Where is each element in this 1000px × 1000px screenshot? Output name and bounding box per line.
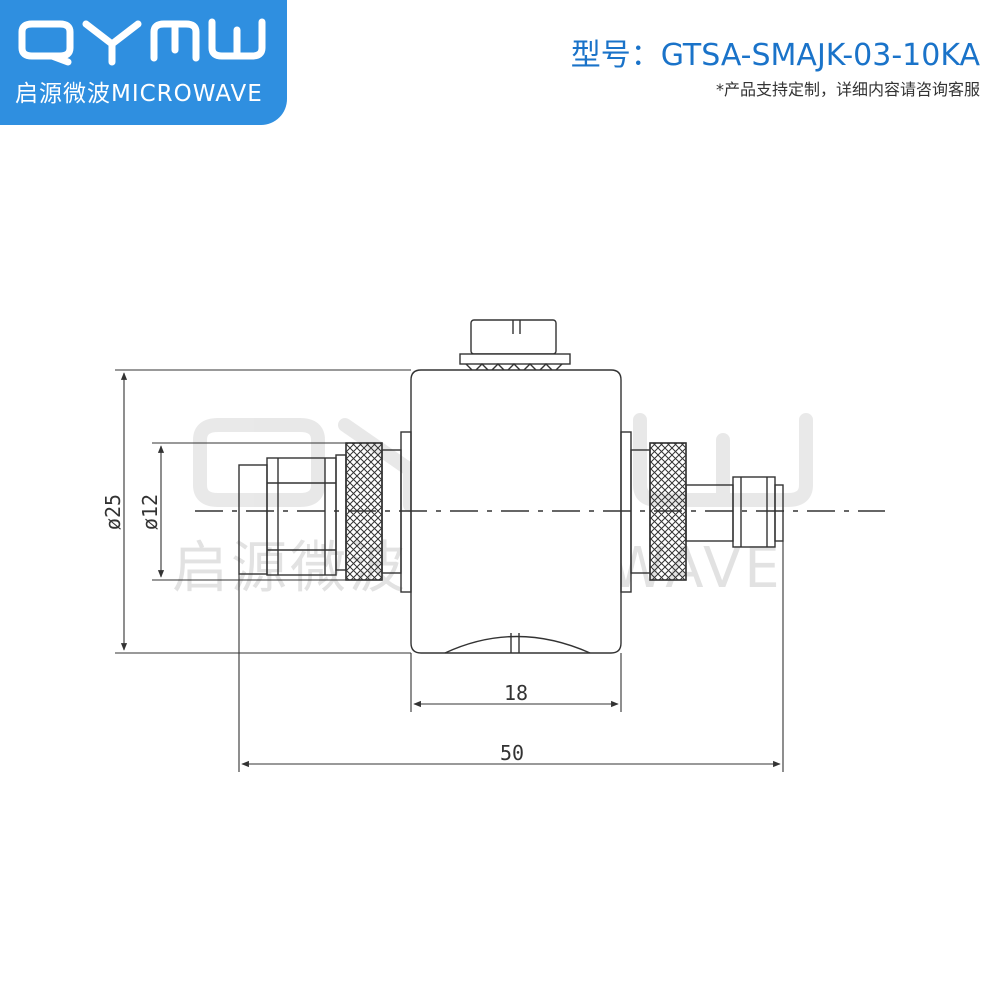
dim-inner-diameter: ø12 xyxy=(138,494,162,530)
dim-total-length: 50 xyxy=(500,741,524,765)
right-sma-connector xyxy=(685,476,784,548)
brand-name: 启源微波MICROWAVE xyxy=(15,81,263,107)
dimension-lines xyxy=(115,369,784,772)
model-title: 型号：GTSA-SMAJK-03-10KA xyxy=(570,38,980,73)
custom-note: *产品支持定制，详细内容请咨询客服 xyxy=(715,80,980,99)
ground-screw xyxy=(459,319,571,373)
dim-body-length: 18 xyxy=(504,681,528,705)
qymw-logo-icon xyxy=(18,18,266,66)
dim-outer-diameter: ø25 xyxy=(101,494,125,530)
brand-logo: 启源微波MICROWAVE xyxy=(0,0,287,125)
left-sma-connector xyxy=(238,454,347,576)
